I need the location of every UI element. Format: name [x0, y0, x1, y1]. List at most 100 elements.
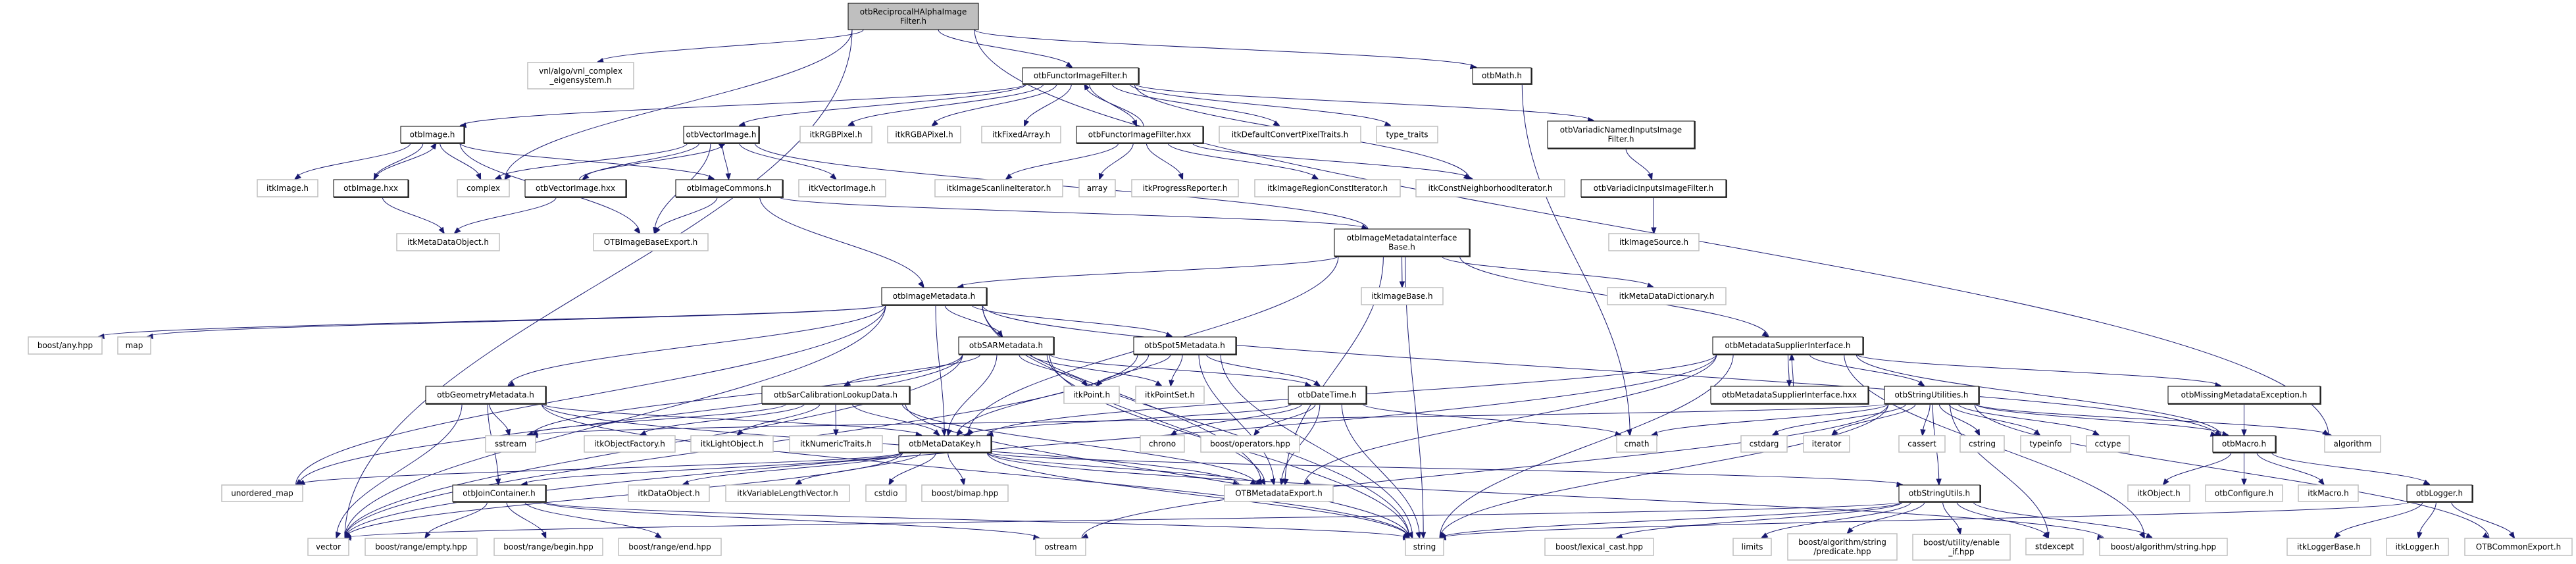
- node-array: array: [1078, 179, 1116, 197]
- node-cmath: cmath: [1616, 435, 1657, 453]
- node-metadatakey[interactable]: otbMetaDataKey.h: [898, 435, 992, 453]
- node-spot5[interactable]: otbSpot5Metadata.h: [1133, 336, 1237, 355]
- arrowhead-icon: [725, 173, 732, 181]
- node-imagecommons[interactable]: otbImageCommons.h: [675, 179, 784, 198]
- node-label: Base.h: [1388, 243, 1415, 252]
- node-scanline: itkImageScanlineIterator.h: [934, 179, 1063, 197]
- node-box: [2167, 386, 2321, 404]
- node-geometry[interactable]: otbGeometryMetadata.h: [425, 386, 547, 405]
- node-box: [2099, 538, 2228, 556]
- arrowhead-icon: [2317, 478, 2325, 486]
- arrowhead-icon: [847, 120, 855, 127]
- edge-vectorimage-to-itkvectorimage: [739, 142, 837, 180]
- arrowhead-icon: [1155, 380, 1163, 387]
- node-label: iterator: [1812, 440, 1842, 449]
- node-label: itkObject.h: [2137, 489, 2181, 498]
- node-box: [847, 3, 979, 30]
- node-supplierhxx[interactable]: otbMetadataSupplierInterface.hxx: [1710, 386, 1869, 405]
- node-label: /predicate.hpp: [1813, 547, 1871, 556]
- node-typetraits: type_traits: [1376, 126, 1438, 143]
- arrowhead-icon: [424, 531, 431, 540]
- edge-sarcalib-to-objectfactory: [640, 403, 805, 436]
- node-label: otbVariadicInputsImageFilter.h: [1594, 184, 1713, 193]
- node-image[interactable]: otbImage.h: [400, 126, 465, 144]
- node-label: vector: [316, 542, 341, 551]
- arrowhead-icon: [1084, 82, 1090, 91]
- node-logger[interactable]: otbLogger.h: [2406, 484, 2473, 503]
- arrowhead-icon: [2417, 531, 2423, 540]
- edge-sarmetadata-to-datetime: [1049, 353, 1312, 387]
- node-label: itkMetaDataObject.h: [407, 238, 489, 247]
- edge-datetime-to-metadatakey: [963, 403, 1293, 436]
- edge-root-to-vnl: [597, 29, 864, 63]
- node-algorithm: algorithm: [2324, 435, 2381, 453]
- node-box: [1547, 120, 1695, 149]
- arrowhead-icon: [2138, 531, 2146, 540]
- edge-macro-to-itkobject: [2162, 451, 2232, 486]
- node-metadataexport: OTBMetadataExport.h: [1224, 484, 1334, 502]
- node-label: itkMetaDataDictionary.h: [1619, 292, 1715, 301]
- node-vectorimagehxx[interactable]: otbVectorImage.hxx: [524, 179, 627, 198]
- node-box: [1135, 386, 1205, 404]
- arrowhead-icon: [1420, 532, 1427, 540]
- edge-imagecommons-to-imagemetadata: [759, 196, 924, 288]
- node-functorhxx[interactable]: otbFunctorImageFilter.hxx: [1076, 126, 1204, 144]
- node-stringutilities[interactable]: otbStringUtilities.h: [1884, 386, 1980, 405]
- node-supplier[interactable]: otbMetadataSupplierInterface.h: [1712, 336, 1864, 355]
- arrowhead-icon: [918, 280, 924, 289]
- arrowhead-icon: [2221, 430, 2230, 436]
- node-label: otbSpot5Metadata.h: [1144, 341, 1225, 350]
- node-itkvectorimage: itkVectorImage.h: [798, 179, 886, 197]
- edge-joincontainer-to-ostream: [541, 501, 1040, 539]
- node-box: [452, 484, 546, 502]
- arrowhead-icon: [1178, 172, 1184, 181]
- node-label: itkLightObject.h: [701, 440, 763, 449]
- node-box: [1803, 435, 1850, 453]
- node-datetime[interactable]: otbDateTime.h: [1288, 386, 1367, 405]
- node-sarcalib[interactable]: otbSarCalibrationLookupData.h: [761, 386, 911, 405]
- edge-sarmetadata-to-itkpoint: [1019, 353, 1088, 387]
- edge-geometry-to-metadataexport: [541, 403, 1240, 486]
- node-box: [618, 538, 722, 556]
- node-missingmd[interactable]: otbMissingMetadataException.h: [2167, 386, 2321, 405]
- node-variadic[interactable]: otbVariadicInputsImageFilter.h: [1580, 179, 1727, 198]
- node-rangeempty: boost/range/empty.hpp: [365, 538, 478, 556]
- edge-supplier-to-vector: [344, 353, 1717, 539]
- node-functor[interactable]: otbFunctorImageFilter.h: [1022, 67, 1140, 85]
- node-configure: otbConfigure.h: [2205, 484, 2283, 502]
- node-box: [1712, 336, 1863, 355]
- node-label: boost/any.hpp: [38, 341, 93, 350]
- node-label: boost/operators.hpp: [1210, 440, 1290, 449]
- node-imagemetadata[interactable]: otbImageMetadata.h: [881, 287, 988, 306]
- node-imagehxx[interactable]: otbImage.hxx: [333, 179, 409, 198]
- edge-functor-to-fixedarray: [1024, 83, 1072, 127]
- node-math[interactable]: otbMath.h: [1472, 67, 1532, 85]
- edge-stringutilities-to-cmath: [1651, 403, 1889, 436]
- node-vnl: vnl/algo/vnl_complex_eigensystem.h: [527, 62, 634, 90]
- node-joincontainer[interactable]: otbJoinContainer.h: [452, 484, 547, 503]
- edge-metadatakey-to-algostring: [986, 451, 2104, 539]
- edge-mdibase-to-mddict: [1441, 255, 1654, 288]
- node-label: itkObjectFactory.h: [594, 440, 665, 449]
- edge-imagehxx-to-metadataobject: [382, 196, 445, 234]
- node-dataobject: itkDataObject.h: [628, 484, 710, 502]
- node-box: [1898, 484, 1981, 502]
- node-label: otbMetaDataKey.h: [909, 440, 981, 449]
- node-label: itkImageScanlineIterator.h: [947, 184, 1051, 193]
- node-sarmetadata[interactable]: otbSARMetadata.h: [958, 336, 1055, 355]
- node-macro[interactable]: otbMacro.h: [2212, 435, 2277, 453]
- node-vectorimage[interactable]: otbVectorImage.h: [683, 126, 760, 144]
- edge-spot5-to-string: [1220, 353, 1413, 539]
- edge-supplier-to-metadataexport: [1303, 353, 1717, 486]
- arrowhead-icon: [738, 121, 746, 127]
- node-label: boost/utility/enable: [1923, 538, 2000, 548]
- node-mddict: itkMetaDataDictionary.h: [1607, 287, 1727, 305]
- node-stringutils[interactable]: otbStringUtils.h: [1898, 484, 1981, 503]
- edge-imagemetadata-to-spot5: [971, 304, 1173, 338]
- edge-sarmetadata-to-metadatakey: [947, 353, 998, 436]
- node-label: itkLoggerBase.h: [2297, 542, 2361, 551]
